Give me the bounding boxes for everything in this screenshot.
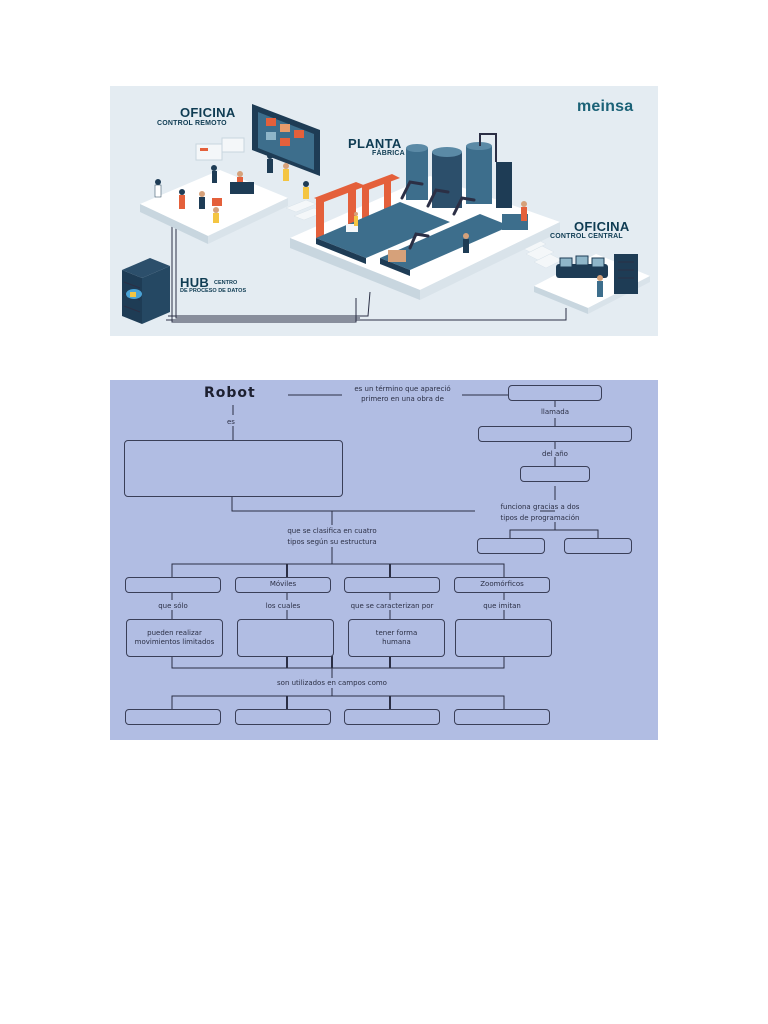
detail-box-2[interactable] xyxy=(237,619,334,657)
detail-3-line1: tener forma xyxy=(375,628,418,637)
definition-box[interactable] xyxy=(124,440,343,497)
brand-logo: meinsa xyxy=(577,98,634,115)
fields-text: son utilizados en campos como xyxy=(277,679,387,687)
type-box-1[interactable] xyxy=(125,577,221,593)
field-box-2[interactable] xyxy=(235,709,331,725)
classify-text-line1: que se clasifica en cuatro xyxy=(287,527,377,535)
remote-office-illustration xyxy=(140,104,320,244)
central-office-subtitle: CONTROL CENTRAL xyxy=(550,233,623,240)
type-box-moviles[interactable]: Móviles xyxy=(235,577,331,593)
detail-box-3[interactable]: tener forma humana xyxy=(348,619,445,657)
detail-3-line2: humana xyxy=(382,638,411,646)
remote-office-subtitle: CONTROL REMOTO xyxy=(157,120,227,127)
programming-type-box-2[interactable] xyxy=(564,538,632,554)
field-box-3[interactable] xyxy=(344,709,440,725)
connector-que-solo: que sólo xyxy=(158,602,188,610)
factory-title: PLANTA xyxy=(348,136,402,151)
connector-se-caracterizan: que se caracterizan por xyxy=(350,602,434,610)
map-title: Robot xyxy=(204,385,256,401)
detail-1-line1: pueden realizar xyxy=(147,628,202,637)
connector-que-imitan: que imitan xyxy=(483,602,521,610)
industry-infographic: meinsa OFICINA CONTROL REMOTO PLANTA FÁB… xyxy=(110,86,658,336)
classify-text-line2: tipos según su estructura xyxy=(287,538,377,546)
factory-illustration xyxy=(290,133,560,300)
llamada-label: llamada xyxy=(540,408,570,416)
del-ano-label: del año xyxy=(542,450,568,458)
year-box[interactable] xyxy=(520,466,590,482)
es-label: es xyxy=(227,418,235,426)
detail-box-4[interactable] xyxy=(455,619,552,657)
type-box-3[interactable] xyxy=(344,577,440,593)
programming-text-line1: funciona gracias a dos xyxy=(500,503,580,511)
factory-subtitle: FÁBRICA xyxy=(372,150,405,157)
concept-map-connectors xyxy=(135,394,599,710)
field-box-1[interactable] xyxy=(125,709,221,725)
hub-server-illustration xyxy=(122,258,170,324)
hub-title: HUB xyxy=(180,275,210,290)
infographic-illustration xyxy=(122,104,650,324)
author-box[interactable] xyxy=(508,385,602,401)
detail-1-line2: movimientos limitados xyxy=(134,638,215,646)
hub-subtitle-line2: DE PROCESO DE DATOS xyxy=(180,288,247,294)
robot-concept-map: Robot es es un término que apareció prim… xyxy=(110,380,658,740)
term-text-line1: es un término que apareció xyxy=(354,385,451,393)
type-box-zoomorficos[interactable]: Zoomórficos xyxy=(454,577,550,593)
central-office-illustration xyxy=(534,254,650,314)
connector-los-cuales: los cuales xyxy=(265,602,301,610)
term-text-line2: primero en una obra de xyxy=(361,395,444,403)
detail-box-1[interactable]: pueden realizar movimientos limitados xyxy=(126,619,223,657)
programming-text-line2: tipos de programación xyxy=(500,514,580,522)
work-title-box[interactable] xyxy=(478,426,632,442)
field-box-4[interactable] xyxy=(454,709,550,725)
central-office-title: OFICINA xyxy=(574,219,630,234)
hub-subtitle-line1: CENTRO xyxy=(214,280,238,286)
programming-type-box-1[interactable] xyxy=(477,538,545,554)
remote-office-title: OFICINA xyxy=(180,105,236,120)
